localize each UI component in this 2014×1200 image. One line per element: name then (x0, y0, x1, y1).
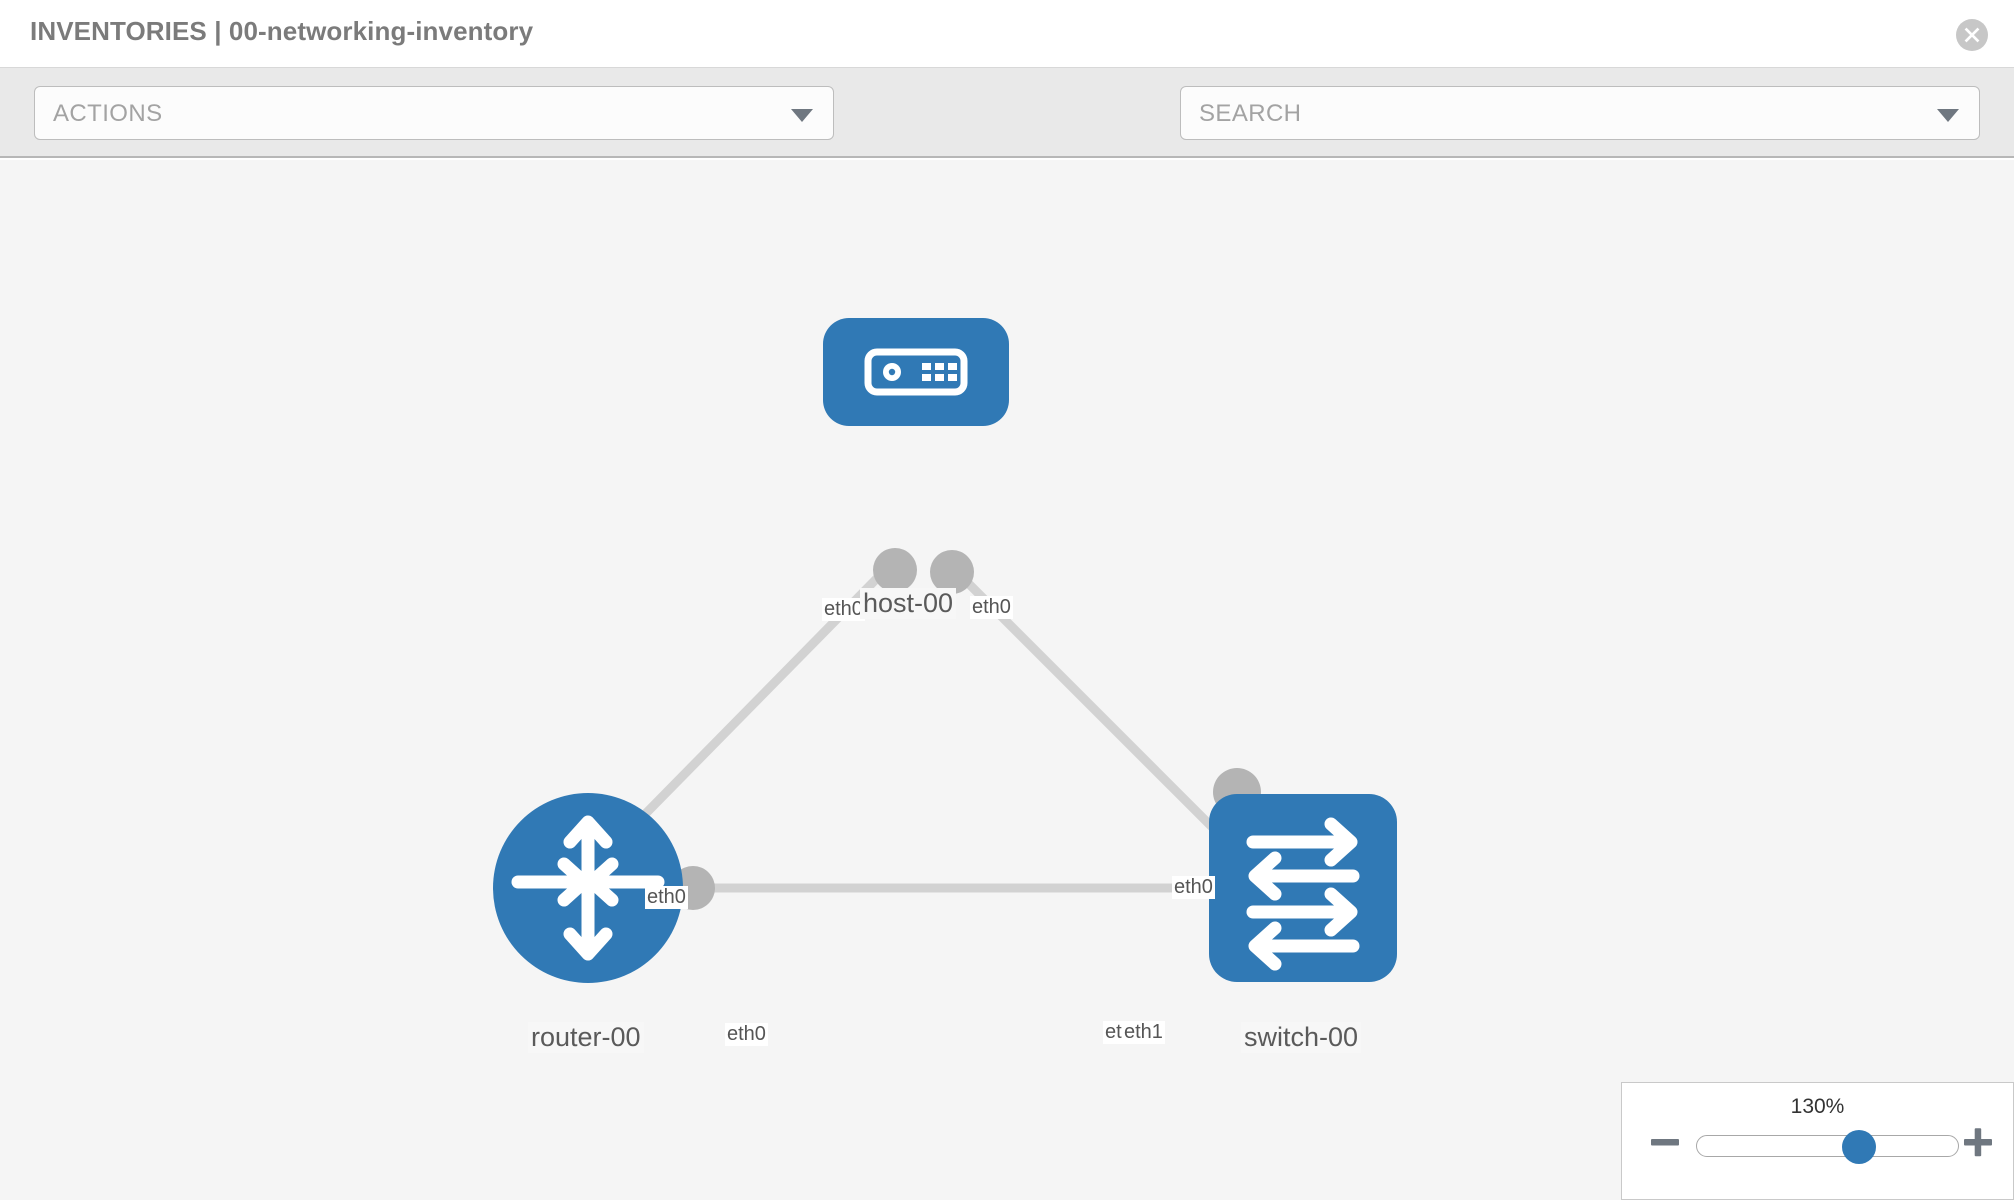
actions-dropdown[interactable]: ACTIONS (34, 86, 834, 140)
close-icon[interactable] (1956, 19, 1988, 51)
zoom-in-button[interactable] (1961, 1125, 1995, 1159)
chevron-down-icon (791, 109, 813, 122)
iface-label-switch00-uplink: eth0 (1172, 876, 1215, 899)
topology-canvas[interactable]: eth0 eth0 eth0 eth0 eth0 eth eth1 host-0… (0, 160, 2014, 1200)
search-placeholder: SEARCH (1199, 100, 1302, 127)
zoom-slider[interactable] (1696, 1130, 1959, 1164)
actions-dropdown-label: ACTIONS (53, 100, 163, 127)
node-switch-00 (1209, 794, 1397, 982)
iface-label-switch00-eth1: eth1 (1122, 1021, 1165, 1044)
page-header: INVENTORIES | 00-networking-inventory (0, 0, 2014, 68)
toolbar: ACTIONS SEARCH (0, 68, 2014, 198)
topology-connectors (671, 548, 1261, 910)
node-label-switch-00: switch-00 (1241, 1022, 1362, 1053)
chevron-down-icon[interactable] (1937, 109, 1959, 122)
zoom-control-panel: 130% (1621, 1082, 2014, 1200)
iface-label-host00-left: eth0 (822, 598, 865, 621)
connector-host00-left (873, 548, 917, 592)
zoom-slider-thumb[interactable] (1841, 1130, 1876, 1164)
zoom-out-button[interactable] (1648, 1125, 1682, 1159)
search-input[interactable]: SEARCH (1180, 86, 1980, 140)
connector-host00-right (930, 550, 974, 594)
node-label-host-00: host-00 (860, 588, 957, 619)
page-title: INVENTORIES | 00-networking-inventory (30, 16, 534, 46)
node-router-00 (493, 793, 683, 983)
iface-label-host00-right: eth0 (970, 596, 1013, 619)
node-label-router-00: router-00 (528, 1022, 644, 1053)
iface-label-router00-uplink: eth0 (645, 886, 688, 909)
iface-label-router00-eth0: eth0 (725, 1023, 768, 1046)
node-host-00 (823, 318, 1009, 426)
zoom-level-value: 130% (1790, 1095, 1845, 1118)
